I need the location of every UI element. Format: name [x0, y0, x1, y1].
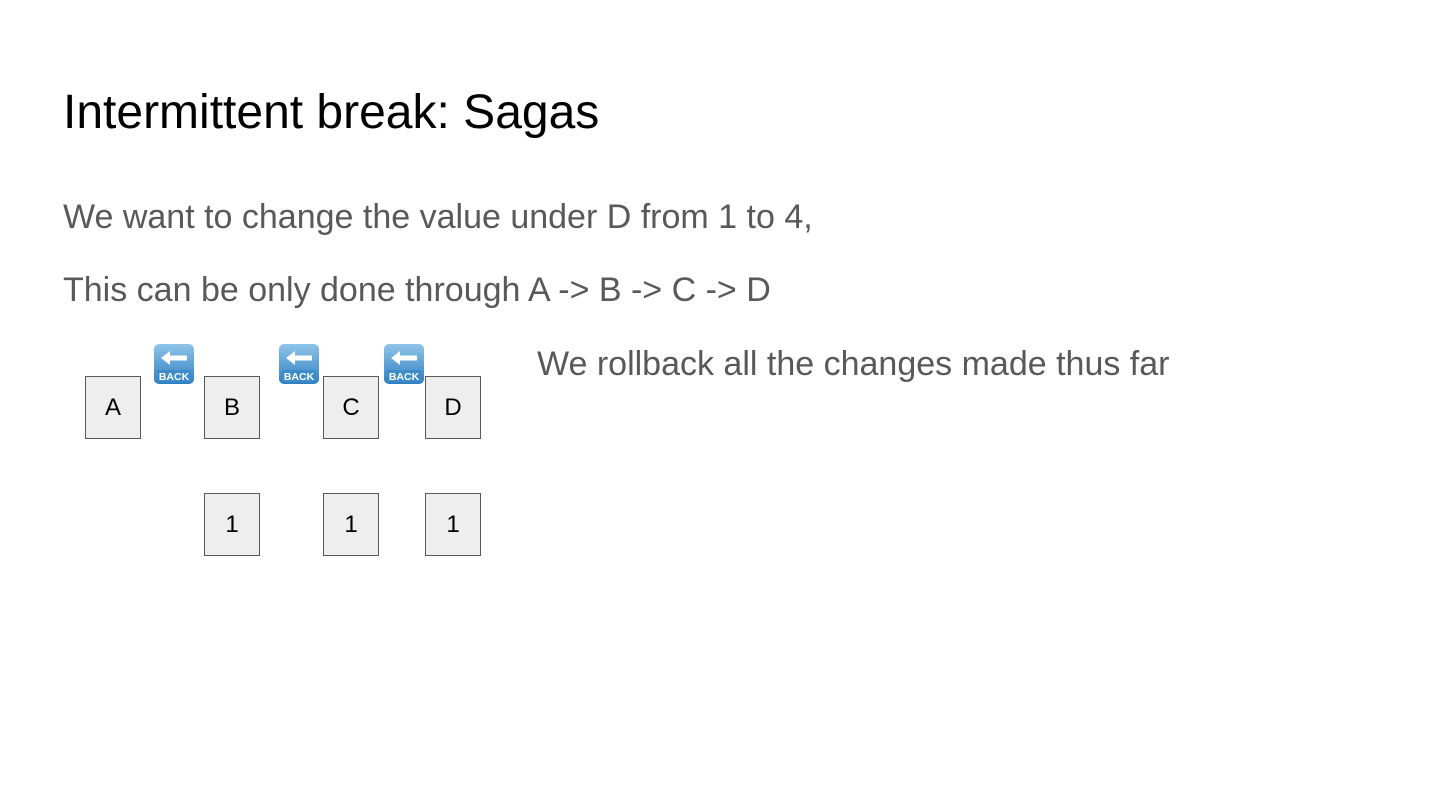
- service-box-d: D: [425, 376, 481, 439]
- body-text-line-1: We want to change the value under D from…: [63, 198, 813, 236]
- service-box-a: A: [85, 376, 141, 439]
- value-box-b: 1: [204, 493, 260, 556]
- slide-title: Intermittent break: Sagas: [63, 86, 600, 139]
- service-box-b: B: [204, 376, 260, 439]
- back-arrow-icon: BACK: [154, 344, 194, 384]
- back-arrow-icon: BACK: [279, 344, 319, 384]
- body-text-line-2: This can be only done through A -> B -> …: [63, 271, 771, 309]
- svg-text:BACK: BACK: [284, 371, 315, 383]
- service-box-c: C: [323, 376, 379, 439]
- value-box-c: 1: [323, 493, 379, 556]
- value-box-d: 1: [425, 493, 481, 556]
- rollback-note: We rollback all the changes made thus fa…: [537, 345, 1170, 383]
- svg-text:BACK: BACK: [389, 371, 420, 383]
- back-arrow-icon: BACK: [384, 344, 424, 384]
- svg-text:BACK: BACK: [159, 371, 190, 383]
